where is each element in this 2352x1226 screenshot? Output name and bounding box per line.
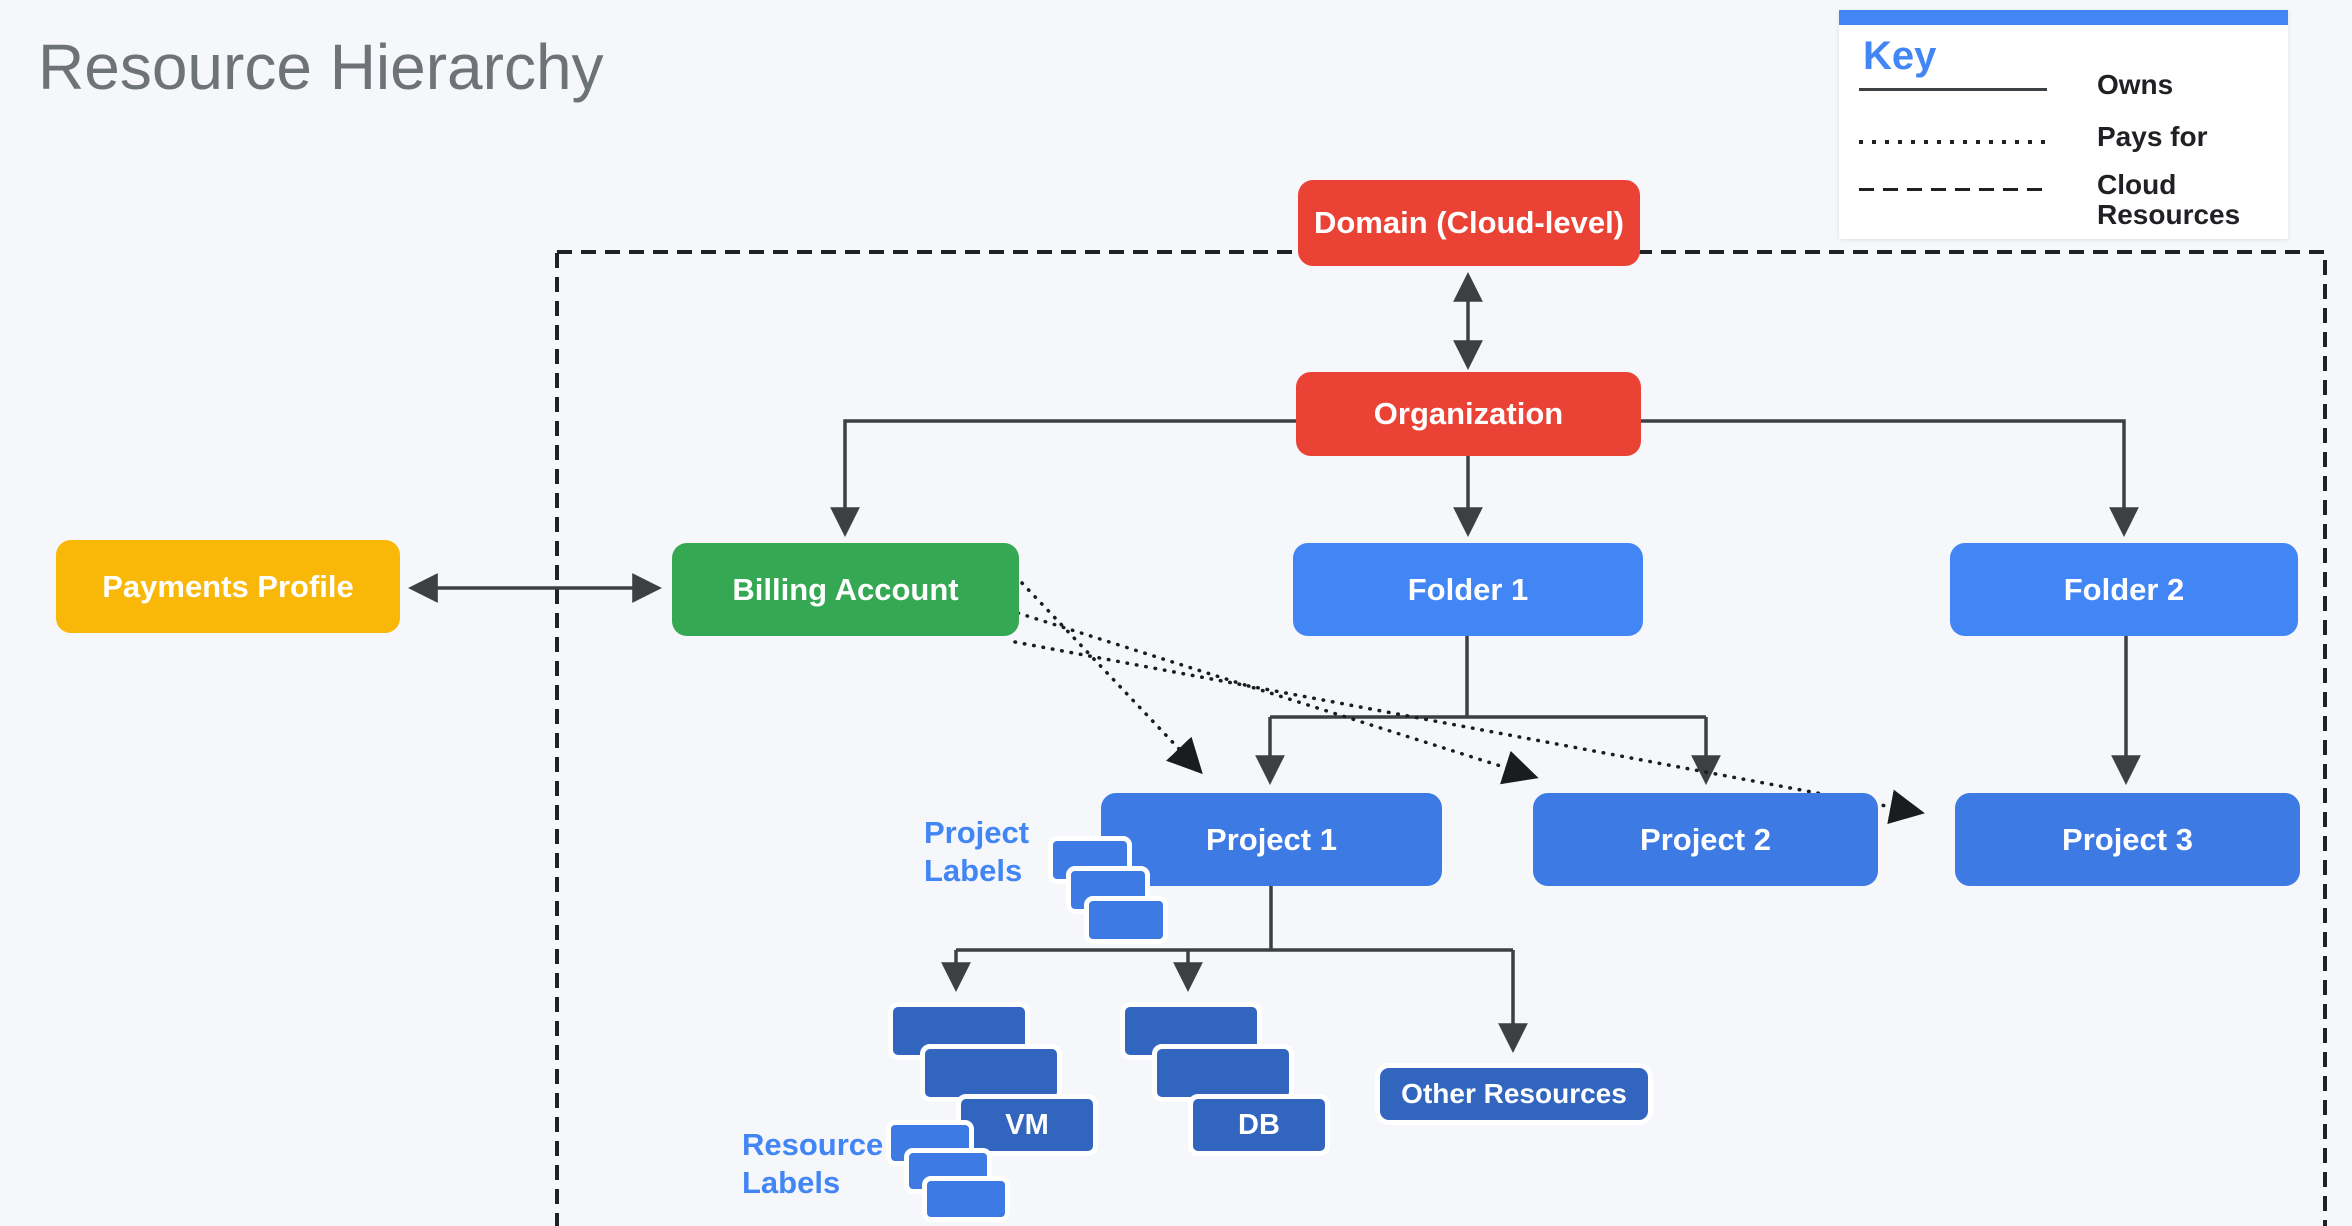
page-title: Resource Hierarchy (38, 31, 604, 103)
project-label-card (1084, 896, 1168, 944)
node-folder2: Folder 2 (1950, 543, 2298, 636)
node-organization: Organization (1296, 372, 1641, 456)
resource-label-card (922, 1176, 1010, 1222)
edge-billing-project3 (1013, 640, 1925, 825)
node-project1: Project 1 (1101, 793, 1442, 886)
node-vm: VM (956, 1094, 1098, 1156)
project-labels-note: Project Labels (924, 815, 1030, 888)
legend-title: Key (1863, 34, 1937, 78)
legend-pays-for-label: Pays for (2097, 121, 2208, 152)
edge-billing-project1 (1020, 581, 1203, 775)
node-billing-account: Billing Account (672, 543, 1019, 636)
legend-pays-for-line (1859, 140, 2047, 144)
legend-owns-label: Owns (2097, 69, 2174, 100)
owns-connectors (408, 272, 2141, 1053)
vm-card-middle (920, 1044, 1062, 1102)
node-project2: Project 2 (1533, 793, 1878, 886)
legend-panel: Key Owns Pays for Cloud Resources (1839, 10, 2288, 239)
edge-organization-folder2 (1641, 419, 2139, 537)
legend-cloud-resources-line (1859, 188, 2047, 191)
pays-for-connectors (1013, 581, 1925, 825)
node-domain: Domain (Cloud-level) (1298, 180, 1640, 266)
edge-organization-billing (830, 419, 1296, 537)
node-payments-profile: Payments Profile (56, 540, 400, 633)
node-other-resources: Other Resources (1375, 1063, 1653, 1125)
cloud-resources-boundary (555, 250, 2327, 1226)
node-project3: Project 3 (1955, 793, 2300, 886)
node-db: DB (1188, 1094, 1330, 1156)
resource-labels-note: Resource Labels (742, 1127, 884, 1200)
legend-accent-bar (1839, 10, 2288, 25)
db-card-middle (1152, 1044, 1294, 1102)
legend-cloud-resources-label: Cloud Resources (2097, 169, 2241, 230)
node-folder1: Folder 1 (1293, 543, 1643, 636)
legend-owns-line (1859, 88, 2047, 91)
edge-billing-project2 (1016, 611, 1539, 785)
